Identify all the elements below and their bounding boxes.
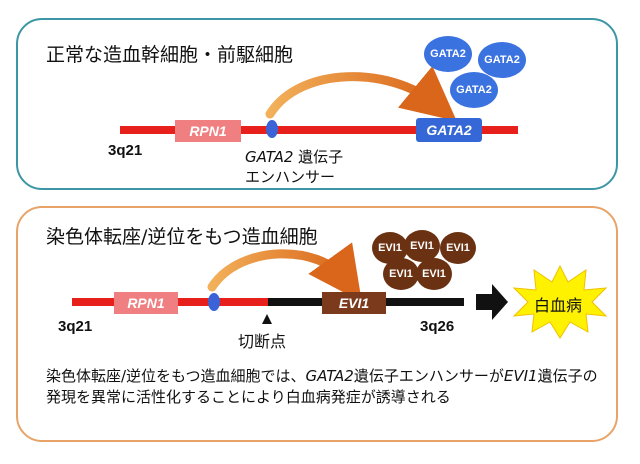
evi1-protein-2: EVI1 [404, 230, 440, 262]
evi1-protein-3: EVI1 [440, 232, 476, 264]
normal-cell-panel [16, 18, 618, 190]
gata2-protein-3: GATA2 [450, 72, 498, 108]
enhancer-label-line1: GATA2 遺伝子 [245, 148, 344, 166]
translocation-panel-title: 染色体転座/逆位をもつ造血細胞 [46, 226, 318, 248]
chromosome-label-3q21-top: 3q21 [108, 142, 143, 159]
chromosome-label-3q26: 3q26 [420, 318, 455, 335]
rpn1-gene-bottom: RPN1 [114, 292, 178, 314]
progression-arrow [476, 284, 508, 320]
leukemia-label: 白血病 [534, 296, 583, 315]
breakpoint-marker [262, 314, 272, 324]
evi1-gene: EVI1 [322, 292, 386, 314]
activation-arrow-top [265, 65, 457, 122]
enhancer-marker-top [266, 120, 278, 138]
normal-panel-title: 正常な造血幹細胞・前駆細胞 [46, 44, 294, 66]
gata2-gene: GATA2 [416, 118, 482, 142]
evi1-protein-4: EVI1 [383, 258, 419, 290]
gata2-protein-2: GATA2 [478, 42, 526, 78]
chromosome-label-3q21-bottom: 3q21 [58, 318, 93, 335]
leukemia-burst [512, 264, 608, 339]
rpn1-gene-top: RPN1 [175, 120, 241, 142]
chromosome-line-top [120, 126, 518, 134]
explanation-note: 染色体転座/逆位をもつ造血細胞では、GATA2遺伝子エンハンサーがEVI1遺伝子… [46, 367, 598, 406]
gata2-protein-1: GATA2 [424, 36, 472, 72]
evi1-protein-5: EVI1 [416, 258, 452, 290]
activation-arrow-bottom [207, 242, 362, 302]
translocation-cell-panel [16, 206, 618, 442]
breakpoint-label: 切断点 [238, 332, 287, 351]
enhancer-label-line2: エンハンサー [245, 168, 336, 186]
enhancer-marker-bottom [208, 293, 220, 311]
